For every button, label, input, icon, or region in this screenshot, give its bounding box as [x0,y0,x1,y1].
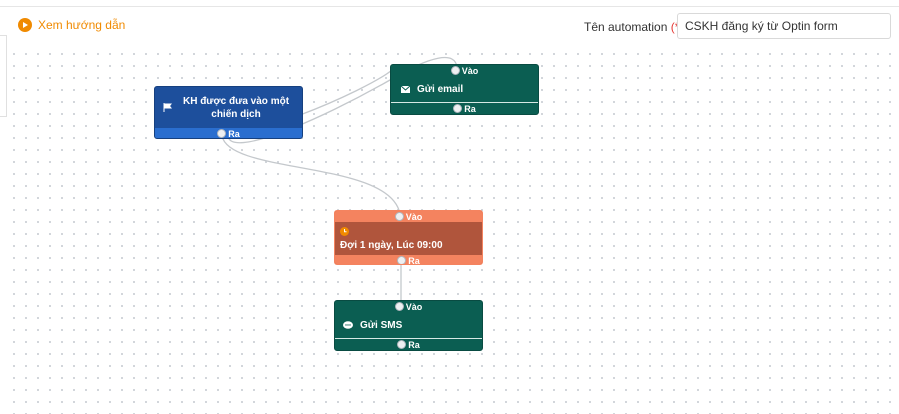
top-bar [0,0,899,7]
help-link[interactable]: Xem hướng dẫn [18,18,125,32]
sms-output-port[interactable]: Ra [335,339,482,350]
send-email-node[interactable]: Vào Gửi email Ra [390,64,539,115]
email-input-port[interactable]: Vào [391,65,538,76]
wait-input-port[interactable]: Vào [335,211,482,222]
sms-input-port[interactable]: Vào [335,301,482,312]
trigger-node[interactable]: KH được đưa vào một chiến dịch Ra [154,86,303,139]
automation-header: Xem hướng dẫn Tên automation (*) [0,7,899,45]
flag-icon [163,103,172,112]
chat-bubble-icon [343,320,353,330]
left-panel-edge [0,35,7,117]
wait-output-port[interactable]: Ra [335,255,482,264]
help-link-label: Xem hướng dẫn [38,18,126,32]
wait-node[interactable]: Vào Đợi 1 ngày, Lúc 09:00 Ra [334,210,483,265]
wait-node-label: Đợi 1 ngày, Lúc 09:00 [340,239,443,251]
output-dot[interactable] [217,129,227,138]
play-icon [18,18,32,32]
output-dot[interactable] [397,340,407,349]
output-dot[interactable] [453,104,463,113]
input-dot[interactable] [394,302,404,311]
trigger-node-label: KH được đưa vào một chiến dịch [182,95,290,120]
clock-icon [340,226,349,236]
send-sms-node[interactable]: Vào Gửi SMS Ra [334,300,483,351]
input-dot[interactable] [394,212,404,221]
trigger-output-port[interactable]: Ra [155,128,302,138]
input-dot[interactable] [450,66,460,75]
email-output-port[interactable]: Ra [391,103,538,114]
output-dot[interactable] [397,256,407,264]
sms-node-label: Gửi SMS [360,319,403,331]
automation-name-input[interactable] [677,13,891,39]
envelope-icon [401,85,410,93]
email-node-label: Gửi email [417,83,464,95]
automation-name-label: Tên automation (*) [584,20,683,34]
